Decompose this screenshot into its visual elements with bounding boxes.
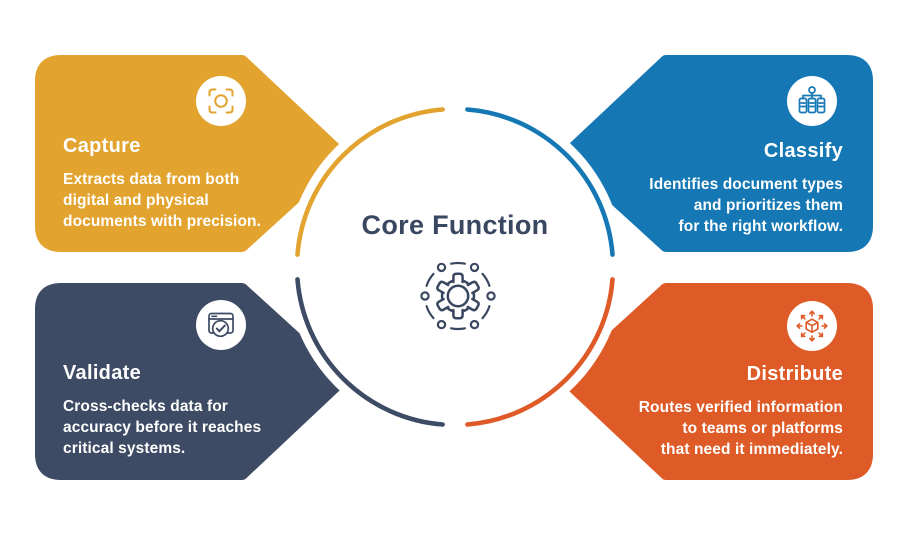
ring-arc-classify (465, 107, 615, 257)
gear-icon (420, 261, 496, 331)
classify-icon-badge (787, 76, 837, 126)
ring-arc-distribute (465, 277, 615, 427)
card-shape-capture (35, 55, 348, 252)
validate-description: Cross-checks data for accuracy before it… (63, 398, 262, 457)
capture-title: Capture (63, 135, 141, 157)
classify-description: Identifies document types and prioritize… (649, 176, 843, 235)
classify-title: Classify (763, 140, 843, 162)
distribute-card-text: Distribute Routes verified information t… (593, 363, 843, 460)
gear-dashed-ring (420, 261, 496, 331)
card-shape-validate (35, 283, 348, 480)
segmented-ring (295, 107, 615, 427)
viewfinder-capture-icon (208, 88, 234, 114)
capture-icon-badge (196, 76, 246, 126)
window-checkmark-icon (208, 312, 234, 338)
capture-description: Extracts data from both digital and phys… (63, 171, 261, 230)
capture-card-text: Capture Extracts data from both digital … (63, 135, 313, 232)
validate-title: Validate (63, 362, 141, 384)
document-hierarchy-icon (798, 86, 826, 114)
distribute-description: Routes verified information to teams or … (638, 399, 843, 458)
classify-card-text: Classify Identifies document types and p… (593, 140, 843, 237)
cube-arrows-icon (796, 310, 828, 342)
center-disc (286, 98, 624, 436)
ring-arc-capture (295, 107, 445, 257)
validate-card-text: Validate Cross-checks data for accuracy … (63, 362, 313, 459)
distribute-title: Distribute (746, 363, 843, 385)
center-title: Core Function (361, 210, 549, 240)
ring-arc-validate (295, 277, 445, 427)
gear-body (435, 272, 481, 320)
